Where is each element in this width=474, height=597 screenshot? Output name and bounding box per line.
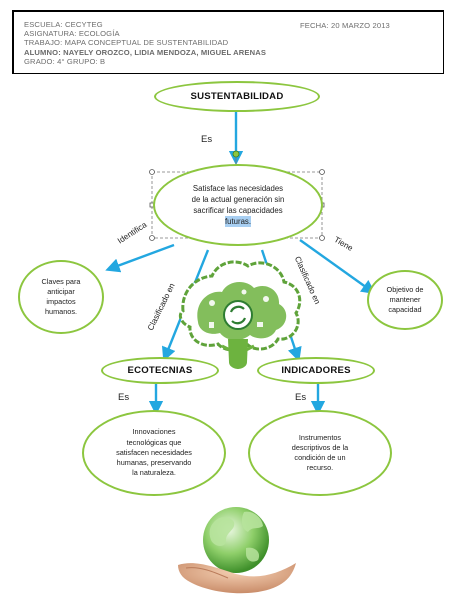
school-line: ESCUELA: CECYTEG	[24, 20, 103, 29]
rotation-handle	[232, 150, 240, 158]
node-sustentabilidad-label: SUSTENTABILIDAD	[190, 91, 284, 102]
node-indicadores[interactable]: INDICADORES	[257, 357, 375, 384]
arrow-to-claves	[105, 243, 175, 273]
ecotecnias-desc-line-2: tecnológicas que	[126, 437, 182, 447]
ecotecnias-desc-line-3: satisfacen necesidades	[116, 447, 192, 457]
ecotecnias-desc-line-1: Innovaciones	[132, 427, 176, 437]
node-ecotecnias-label: ECOTECNIAS	[127, 365, 193, 376]
objetivo-line-2: mantener	[389, 294, 421, 304]
date-line: FECHA: 20 MARZO 2013	[300, 21, 390, 30]
node-objetivo[interactable]: Objetivo de mantener capacidad	[367, 270, 443, 330]
subject-line: ASIGNATURA: ECOLOGÍA	[24, 29, 120, 38]
indicadores-desc-line-1: Instrumentos	[298, 432, 342, 442]
eco-tree-icon	[178, 260, 302, 369]
link-label-es-root: Es	[201, 134, 213, 145]
ecotecnias-desc-line-5: la naturaleza.	[132, 468, 176, 478]
indicadores-desc-line-3: condición de un	[294, 453, 346, 462]
node-ecotecnias[interactable]: ECOTECNIAS	[101, 357, 219, 384]
link-label-es-ecotecnias: Es	[118, 392, 130, 403]
header-info-box: ESCUELA: CECYTEG FECHA: 20 MARZO 2013 AS…	[12, 10, 444, 74]
claves-line-4: humanos.	[44, 307, 78, 317]
node-indicadores-description[interactable]: Instrumentos descriptivos de la condició…	[248, 410, 392, 496]
objetivo-line-3: capacidad	[388, 305, 422, 315]
grade-line: GRADO: 4° GRUPO: B	[24, 57, 106, 66]
indicadores-desc-line-4: recurso.	[306, 463, 334, 473]
arrow-to-objetivo	[299, 239, 376, 295]
student-line: ALUMNO: NAYELY OROZCO, LIDIA MENDOZA, MI…	[24, 48, 267, 57]
node-sustentabilidad[interactable]: SUSTENTABILIDAD	[154, 81, 320, 112]
link-label-es-indicadores: Es	[295, 392, 307, 403]
node-definition[interactable]: Satisface las necesidades de la actual g…	[153, 164, 323, 246]
objetivo-line-1: Objetivo de	[386, 284, 424, 294]
definition-line-4: futuras.	[224, 216, 251, 227]
definition-line-2: de la actual generación sin	[191, 195, 285, 204]
claves-line-3: impactos	[46, 297, 76, 306]
indicadores-desc-line-2: descriptivos de la	[291, 442, 349, 452]
globe-in-hands-image	[178, 507, 296, 594]
node-indicadores-label: INDICADORES	[281, 365, 351, 376]
node-ecotecnias-description[interactable]: Innovaciones tecnológicas que satisfacen…	[82, 410, 226, 496]
definition-line-3: sacrificar las capacidades	[193, 206, 283, 215]
node-claves[interactable]: Claves para anticipar impactos humanos.	[18, 260, 104, 334]
ecotecnias-desc-line-4: humanas, preservando	[116, 458, 192, 468]
definition-line-1: Satisface las necesidades	[192, 184, 284, 193]
claves-line-1: Claves para	[41, 276, 81, 286]
work-line: TRABAJO: MAPA CONCEPTUAL DE SUSTENTABILI…	[24, 38, 229, 47]
claves-line-2: anticipar	[47, 286, 75, 296]
